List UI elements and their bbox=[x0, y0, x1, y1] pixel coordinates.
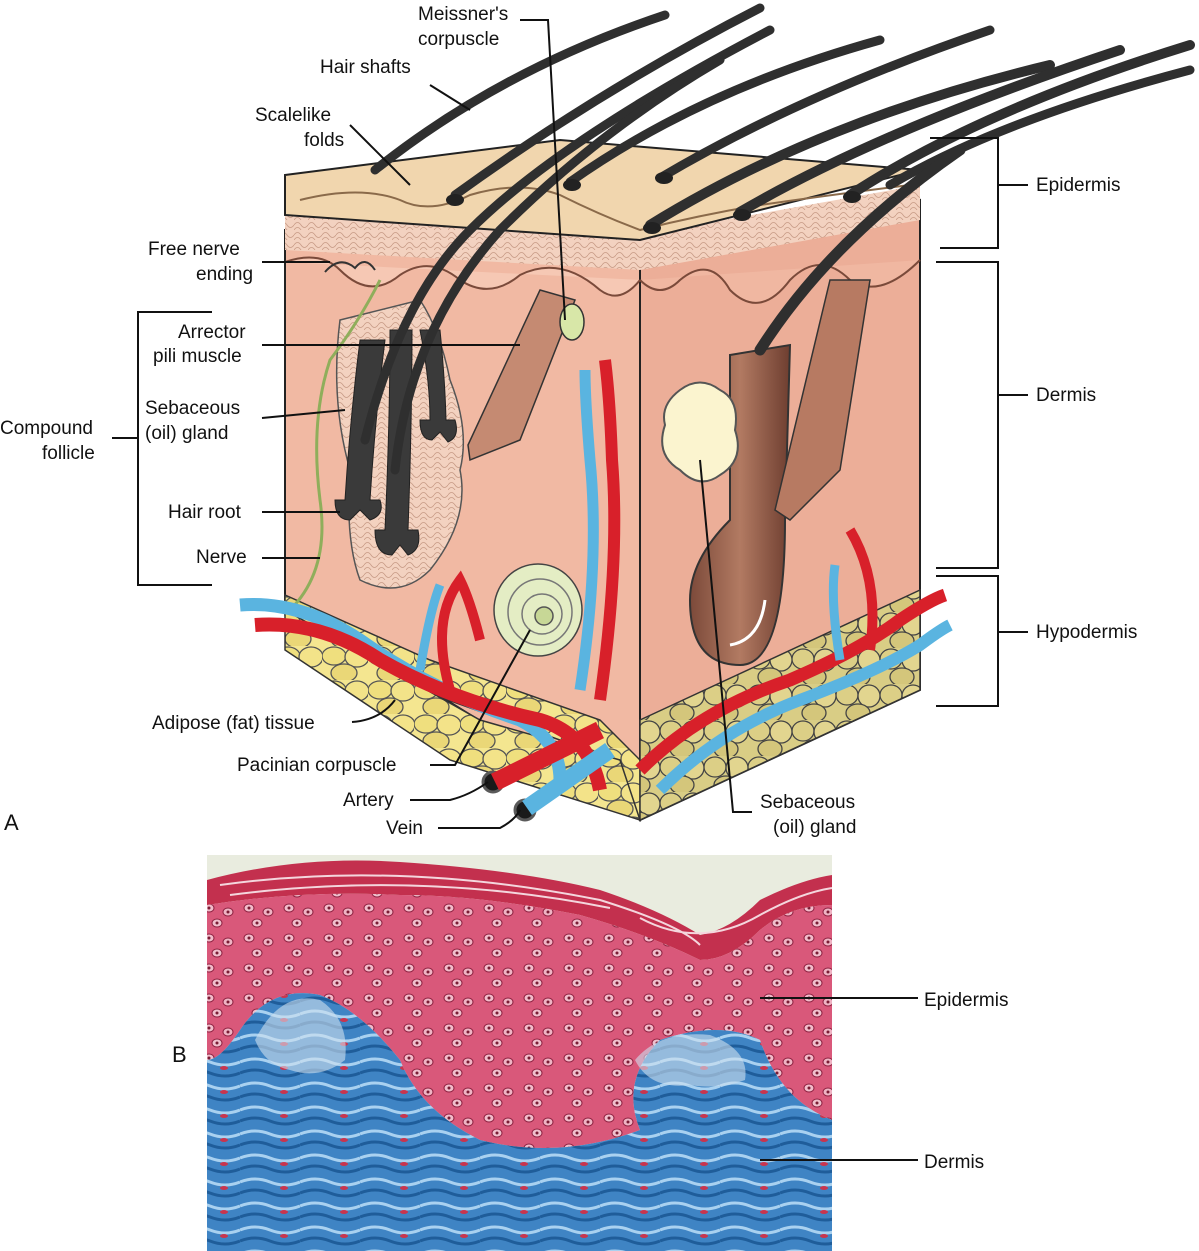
label-nerve: Nerve bbox=[196, 547, 247, 568]
epidermis-layer-right bbox=[640, 185, 920, 270]
stratum-lines bbox=[219, 874, 833, 946]
hair-shafts bbox=[360, 3, 1195, 475]
artery-loop bbox=[437, 570, 485, 692]
micrograph-panel bbox=[207, 855, 833, 1251]
pacinian-corpuscle bbox=[493, 563, 583, 657]
labels-panel-b: Epidermis Dermis B bbox=[172, 990, 1008, 1173]
label-compound-1: Compound bbox=[0, 418, 93, 439]
label-vein: Vein bbox=[386, 818, 423, 839]
label-scalelike-1: Scalelike bbox=[255, 105, 331, 126]
vein-right-loop bbox=[828, 564, 845, 661]
label-arrector-2: pili muscle bbox=[153, 346, 242, 367]
label-meissners-1: Meissner's bbox=[418, 4, 508, 25]
label-free-nerve-1: Free nerve bbox=[148, 239, 240, 260]
artery-branch-up bbox=[594, 359, 621, 701]
epidermis-stain bbox=[207, 893, 832, 1148]
label-sebaceous-left-2: (oil) gland bbox=[145, 423, 228, 444]
label-artery: Artery bbox=[343, 790, 394, 811]
label-sebaceous-right-1: Sebaceous bbox=[760, 792, 855, 813]
scalelike-folds bbox=[299, 184, 911, 232]
label-compound-2: follicle bbox=[42, 443, 95, 464]
hair-follicle-right bbox=[688, 343, 792, 667]
dermal-papilla-left bbox=[255, 998, 346, 1074]
artery-right bbox=[635, 588, 948, 775]
artery-right-loop bbox=[845, 527, 878, 651]
label-arrector-1: Arrector bbox=[178, 322, 246, 343]
artery-stub bbox=[491, 721, 604, 791]
arrector-pili-right bbox=[774, 279, 871, 521]
label-adipose: Adipose (fat) tissue bbox=[152, 713, 315, 734]
vein-loop bbox=[415, 583, 445, 671]
label-hypodermis: Hypodermis bbox=[1036, 622, 1137, 643]
vein-branch-up bbox=[574, 369, 599, 691]
panel-letter-b: B bbox=[172, 1042, 187, 1067]
arrector-pili-front bbox=[467, 289, 576, 462]
label-epidermis-a: Epidermis bbox=[1036, 175, 1120, 196]
follicle-bulb-highlight bbox=[729, 599, 767, 647]
label-free-nerve-2: ending bbox=[196, 264, 253, 285]
label-hair-root: Hair root bbox=[168, 502, 242, 523]
leader-lines-b bbox=[760, 997, 918, 1161]
panel-letter-a: A bbox=[4, 810, 19, 835]
hair-pores bbox=[446, 172, 861, 234]
label-scalelike-2: folds bbox=[304, 130, 344, 151]
hair-root-1 bbox=[334, 339, 386, 521]
skin-block-diagram bbox=[239, 3, 1195, 822]
hair-root-3 bbox=[419, 329, 457, 443]
vein-right bbox=[655, 619, 953, 795]
labels-panel-a: Meissner's corpuscle Hair shafts Scaleli… bbox=[0, 4, 1137, 839]
label-pacinian: Pacinian corpuscle bbox=[237, 755, 396, 776]
label-hair-shafts: Hair shafts bbox=[320, 57, 411, 78]
label-sebaceous-left-1: Sebaceous bbox=[145, 398, 240, 419]
meissners-corpuscle bbox=[559, 303, 585, 341]
dermal-papilla-right bbox=[635, 1034, 746, 1087]
sebaceous-gland-right bbox=[661, 381, 739, 483]
label-dermis-a: Dermis bbox=[1036, 385, 1096, 406]
free-nerve-ending bbox=[324, 261, 376, 273]
leader-lines-a bbox=[112, 19, 1028, 829]
label-sebaceous-right-2: (oil) gland bbox=[773, 817, 856, 838]
label-epidermis-b: Epidermis bbox=[924, 990, 1008, 1011]
label-meissners-2: corpuscle bbox=[418, 29, 499, 50]
nerve bbox=[288, 279, 382, 612]
vein-stub bbox=[522, 743, 615, 815]
label-dermis-b: Dermis bbox=[924, 1152, 984, 1173]
